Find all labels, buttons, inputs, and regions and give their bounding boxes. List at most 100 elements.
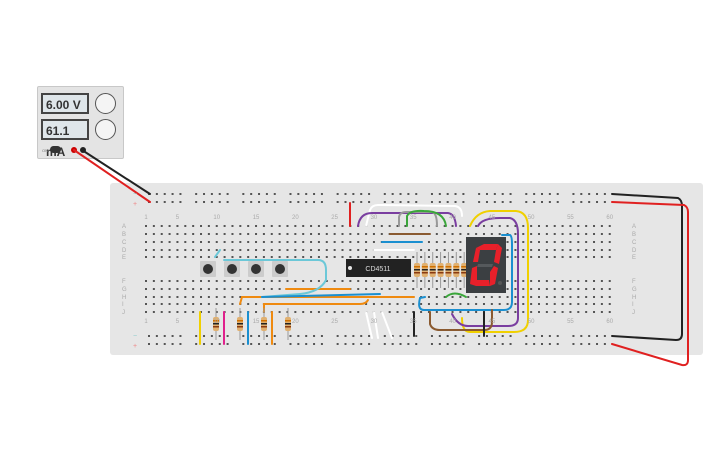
hole [553,288,556,290]
hole [443,256,446,258]
rail-hole [533,343,536,345]
resistor[interactable] [213,308,219,340]
resistor[interactable] [421,252,428,288]
hole [302,311,305,313]
pushbutton[interactable] [272,261,288,277]
hole [160,280,163,282]
hole [357,256,360,258]
hole [380,303,383,305]
hole [207,233,210,235]
hole [200,256,203,258]
hole [482,303,485,305]
voltage-display: 6.00 V [41,93,89,114]
pushbutton[interactable] [200,261,216,277]
hole [310,225,313,227]
column-label: 1 [144,319,148,325]
hole [522,256,525,258]
resistor[interactable] [285,308,291,340]
hole [168,303,171,305]
power-supply[interactable]: 6.00 V 61.1 mA ON [37,86,124,159]
rail-label: − [133,191,137,198]
display-segment [490,266,498,286]
row-label: C [122,240,127,246]
rail-hole [273,335,276,337]
resistor[interactable] [429,252,436,288]
rail-hole [344,335,347,337]
hole [168,225,171,227]
display-dp [498,281,502,285]
hole [538,280,540,282]
column-label: 40 [449,319,456,325]
rail-hole [407,193,410,195]
rail-hole [596,201,599,203]
hole [207,256,210,258]
rail-hole [273,193,276,195]
rail-hole [446,343,449,345]
pushbutton[interactable] [224,261,240,277]
hole [302,233,305,235]
hole [396,256,399,258]
column-label: 30 [371,319,378,325]
hole [176,280,179,282]
rail-hole [446,201,449,203]
hole [561,256,564,258]
hole [207,296,210,298]
hole [333,241,336,243]
rail-hole [572,335,575,337]
hole [388,311,391,313]
power-switch[interactable] [50,146,61,153]
hole [577,225,580,227]
rail-hole [493,201,496,203]
hole [333,280,336,282]
rail-hole [336,335,339,337]
hole [349,280,352,282]
hole [396,311,399,313]
resistor[interactable] [261,308,267,340]
rail-hole [305,335,308,337]
rail-hole [588,335,591,337]
hole [325,233,328,235]
hole [396,280,399,282]
resistor[interactable] [237,308,243,340]
hole [247,280,250,282]
hole [451,249,454,251]
resistor[interactable] [445,252,452,288]
resistor[interactable] [453,252,460,288]
hole [192,256,195,258]
hole [498,311,501,313]
hole [341,241,344,243]
resistor[interactable] [437,252,444,288]
hole [577,249,580,251]
wire-cyan [214,249,327,298]
hole [160,256,163,258]
resistor[interactable] [461,252,468,288]
hole [475,303,478,305]
hole [553,225,556,227]
hole [262,288,265,290]
column-label: 25 [331,319,338,325]
hole [514,311,517,313]
hole [223,303,226,305]
row-label: E [122,255,126,261]
rail-hole [415,335,418,337]
chip-cd4511: CD4511 [346,259,411,277]
current-knob[interactable] [95,119,116,140]
pushbutton[interactable] [248,261,264,277]
rail-hole [580,343,583,345]
rail-hole [391,335,394,337]
rail-hole [399,201,402,203]
hole [435,296,438,298]
wire-purple-2 [451,217,519,327]
rail-hole [155,201,158,203]
rail-hole [525,201,528,203]
hole [286,233,289,235]
rail-hole [430,335,433,337]
hole [553,311,556,313]
hole [160,288,163,290]
row-label: E [632,255,636,261]
resistor[interactable] [414,252,420,288]
display-segment [476,244,498,250]
voltage-knob[interactable] [95,93,116,114]
hole [145,233,147,235]
hole [262,225,265,227]
